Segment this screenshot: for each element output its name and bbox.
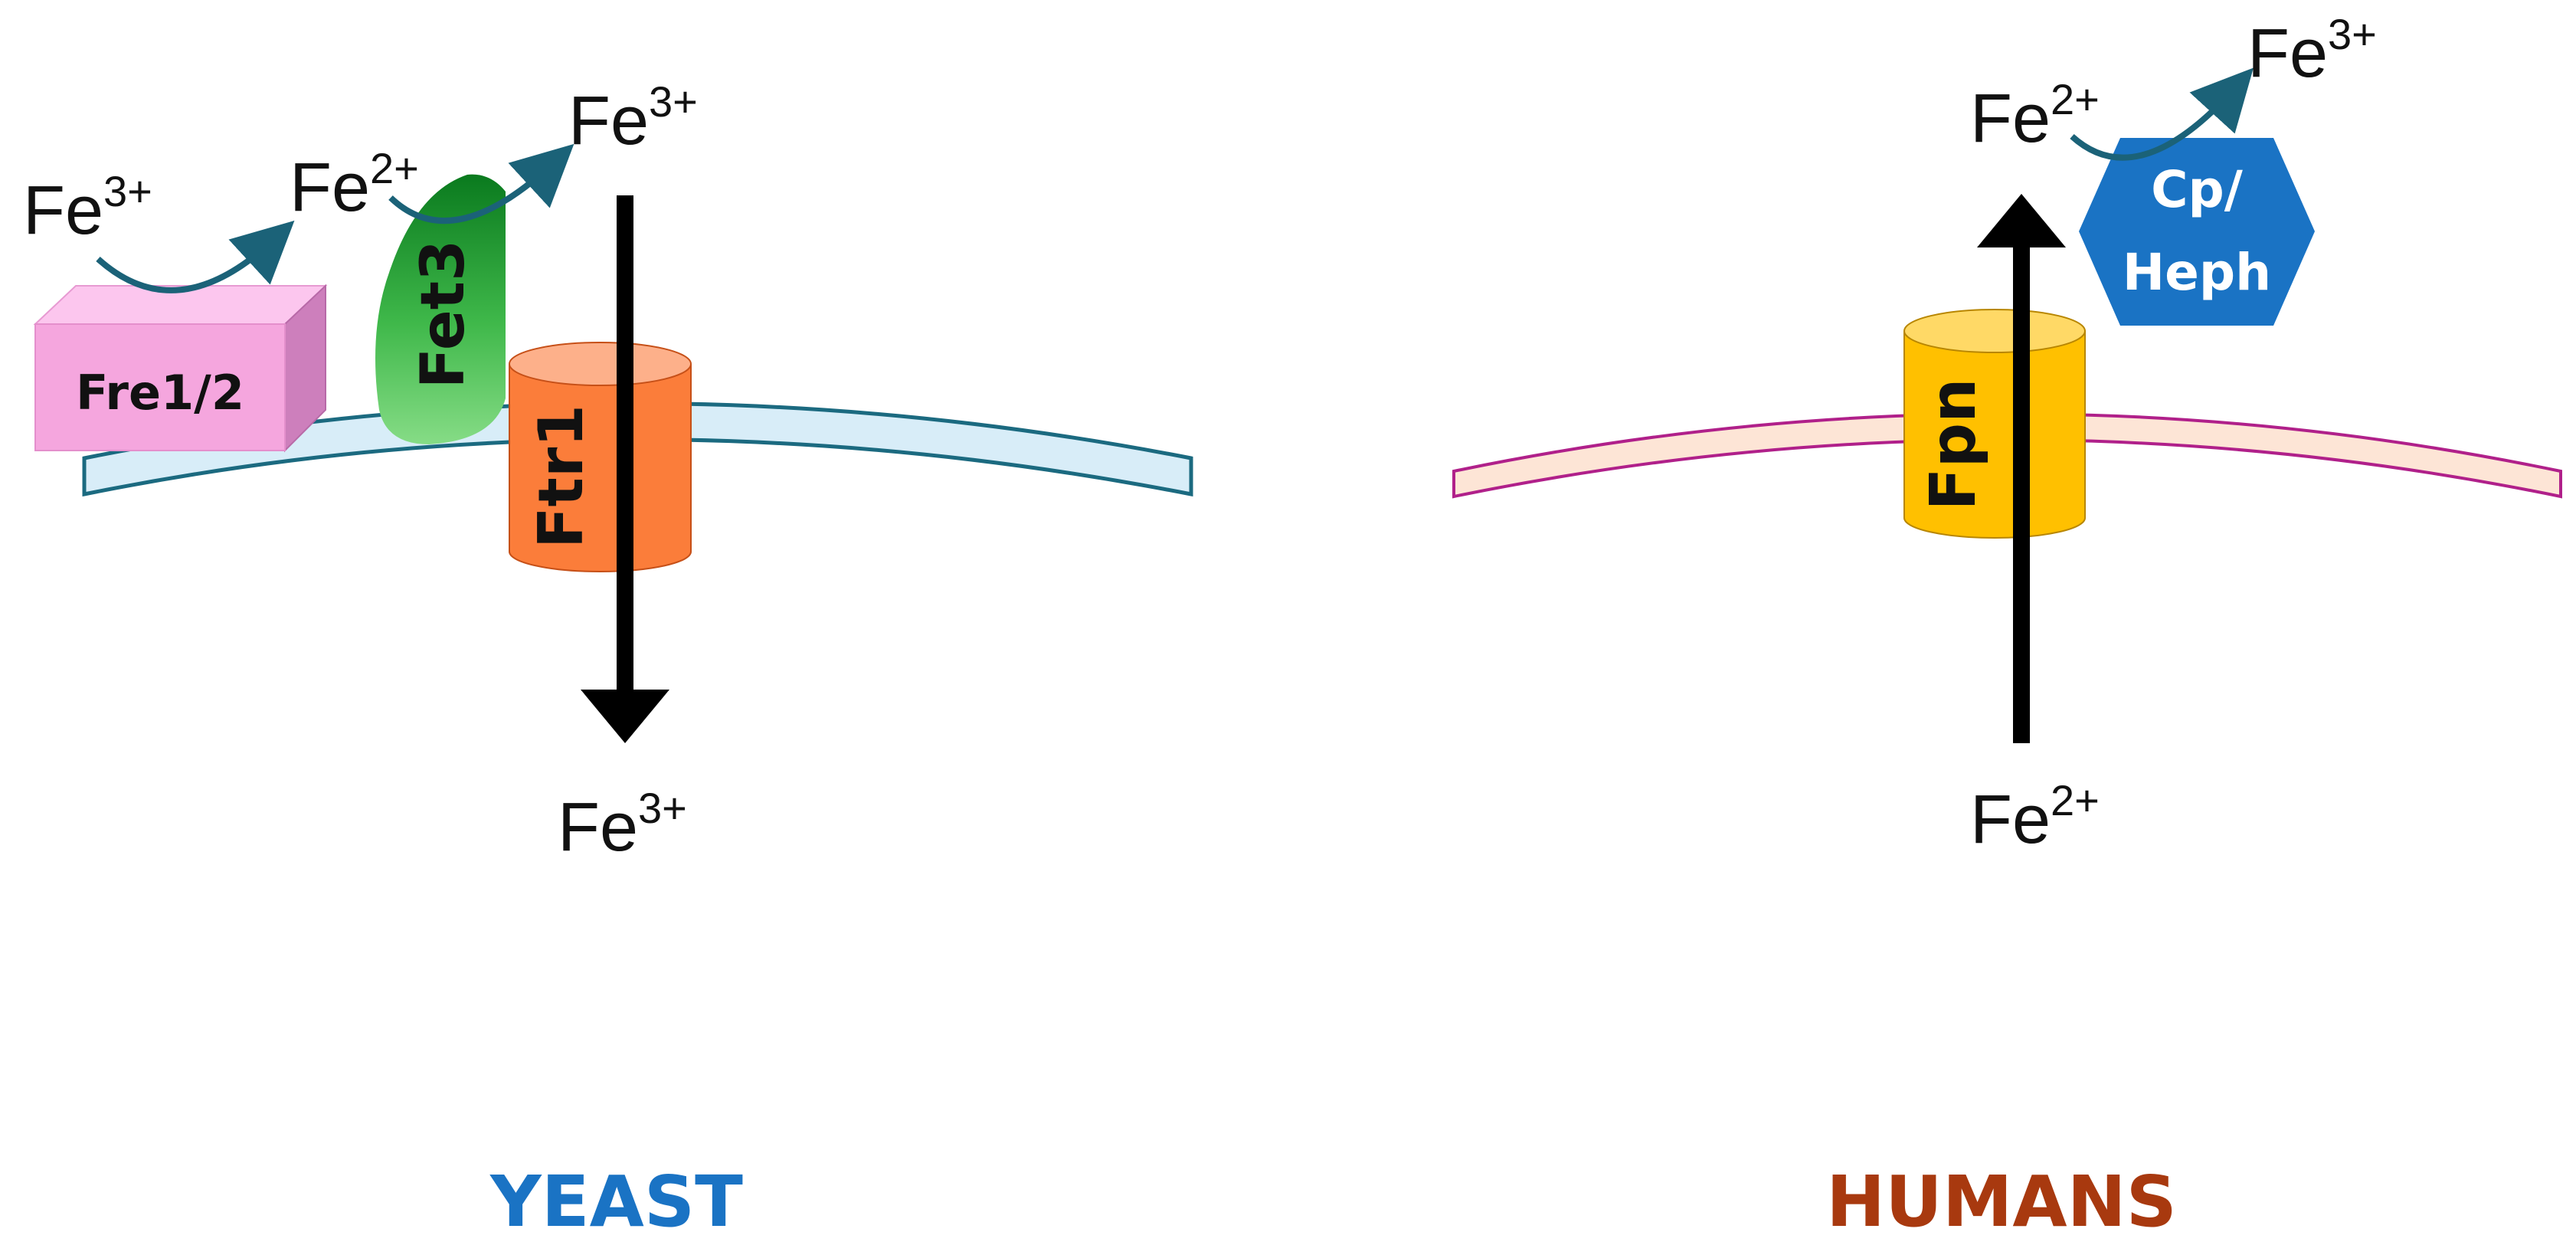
fpn-export-arrow: [1977, 194, 2066, 743]
humans-panel: Fpn Cp/ Heph Fe2+ Fe3+ Fe2+ HUMANS: [1452, 10, 2562, 1243]
fet3-label: Fet3: [409, 240, 478, 389]
ceruloplasmin-hephaestin-protein: Cp/ Heph: [2079, 138, 2315, 326]
ftr1-import-arrow: [581, 195, 669, 743]
cp-oxidation-arrow: [2070, 67, 2254, 161]
fet3-protein: Fet3: [375, 174, 506, 444]
human-membrane: [1452, 412, 2562, 499]
ferroportin-protein: Fpn: [1903, 309, 2086, 539]
human-fe3-oxidized: Fe3+: [2247, 10, 2377, 92]
cp-label-line2: Heph: [2123, 243, 2271, 302]
yeast-panel: Fre1/2 Fet3 Ftr1 Fe3+: [23, 77, 1193, 1243]
ftr1-protein: Ftr1: [509, 342, 692, 572]
fpn-label: Fpn: [1917, 378, 1990, 510]
fre1-2-protein: Fre1/2: [33, 283, 328, 453]
reduction-arrow: [96, 220, 295, 293]
fet3-oxidation-arrow: [388, 143, 574, 224]
yeast-fe3-oxidized: Fe3+: [568, 77, 698, 159]
human-fe2-exported: Fe2+: [1970, 75, 2100, 157]
humans-title: HUMANS: [1826, 1161, 2177, 1243]
yeast-title: YEAST: [489, 1161, 743, 1243]
ftr1-label: Ftr1: [525, 405, 597, 549]
human-fe2-inside: Fe2+: [1970, 776, 2100, 858]
fre1-2-label: Fre1/2: [76, 365, 244, 421]
cp-label-line1: Cp/: [2151, 160, 2244, 219]
yeast-fe2-reduced: Fe2+: [290, 144, 419, 226]
yeast-fe3-substrate: Fe3+: [23, 167, 152, 249]
yeast-fe3-inside: Fe3+: [558, 784, 687, 866]
